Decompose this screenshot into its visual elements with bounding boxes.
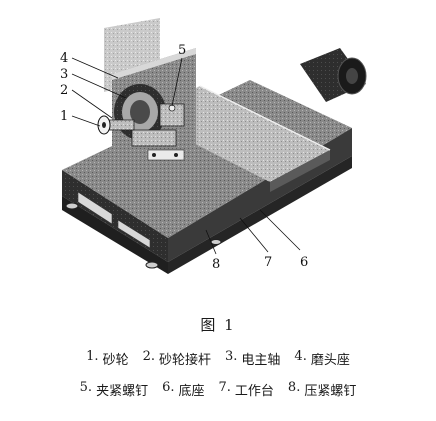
- callout-4: 4: [60, 51, 68, 66]
- drive-motor: [300, 48, 367, 102]
- legend-number: 8.: [287, 380, 301, 395]
- legend-label: 夹紧螺钉: [96, 384, 149, 399]
- legend-number: 2.: [142, 349, 155, 364]
- legend-item: 6. 底座: [162, 380, 204, 399]
- legend-label: 电主轴: [241, 353, 281, 368]
- legend-item: 3. 电主轴: [225, 349, 280, 368]
- pressing-screws: [65, 202, 222, 269]
- legend-item: 1. 砂轮: [86, 349, 128, 368]
- grinder-illustration: 4 3 2 1 5 8 7 6: [60, 18, 367, 274]
- legend-number: 1.: [86, 349, 99, 364]
- callout-1: 1: [60, 109, 68, 124]
- legend-number: 5.: [79, 380, 93, 395]
- figure-caption-title: 图 1: [200, 316, 236, 334]
- legend-item: 7. 工作台: [219, 380, 274, 399]
- callout-6: 6: [300, 255, 308, 270]
- legend-label: 磨头座: [310, 353, 350, 368]
- legend-label: 压紧螺钉: [304, 384, 357, 399]
- legend-number: 4.: [294, 349, 307, 364]
- legend-row: 1. 砂轮 2. 砂轮接杆 3. 电主轴 4. 磨头座: [0, 349, 436, 368]
- seat-mounting-holes: [147, 149, 185, 161]
- leader-lines: [71, 57, 301, 255]
- callout-7: 7: [264, 255, 272, 270]
- callout-2: 2: [60, 83, 68, 98]
- legend-number: 6.: [162, 380, 175, 395]
- legend-item: 2. 砂轮接杆: [143, 349, 211, 368]
- clamping-block: [159, 103, 185, 127]
- legend-item: 8. 压紧螺钉: [288, 380, 356, 399]
- legend-item: 4. 磨头座: [294, 349, 349, 368]
- legend-label: 砂轮: [102, 353, 129, 368]
- legend-label: 底座: [178, 384, 205, 399]
- callout-3: 3: [60, 67, 68, 82]
- callout-5: 5: [178, 43, 186, 58]
- legend-label: 工作台: [234, 384, 274, 399]
- callout-8: 8: [212, 257, 220, 272]
- legend-label: 砂轮接杆: [158, 353, 211, 368]
- legend-item: 5. 夹紧螺钉: [80, 380, 148, 399]
- base-front-slots: [77, 191, 151, 249]
- grinding-wheel: [97, 115, 111, 135]
- legend-number: 7.: [218, 380, 231, 395]
- legend-row: 5. 夹紧螺钉 6. 底座 7. 工作台 8. 压紧螺钉: [0, 380, 436, 399]
- legend-number: 3.: [225, 349, 238, 364]
